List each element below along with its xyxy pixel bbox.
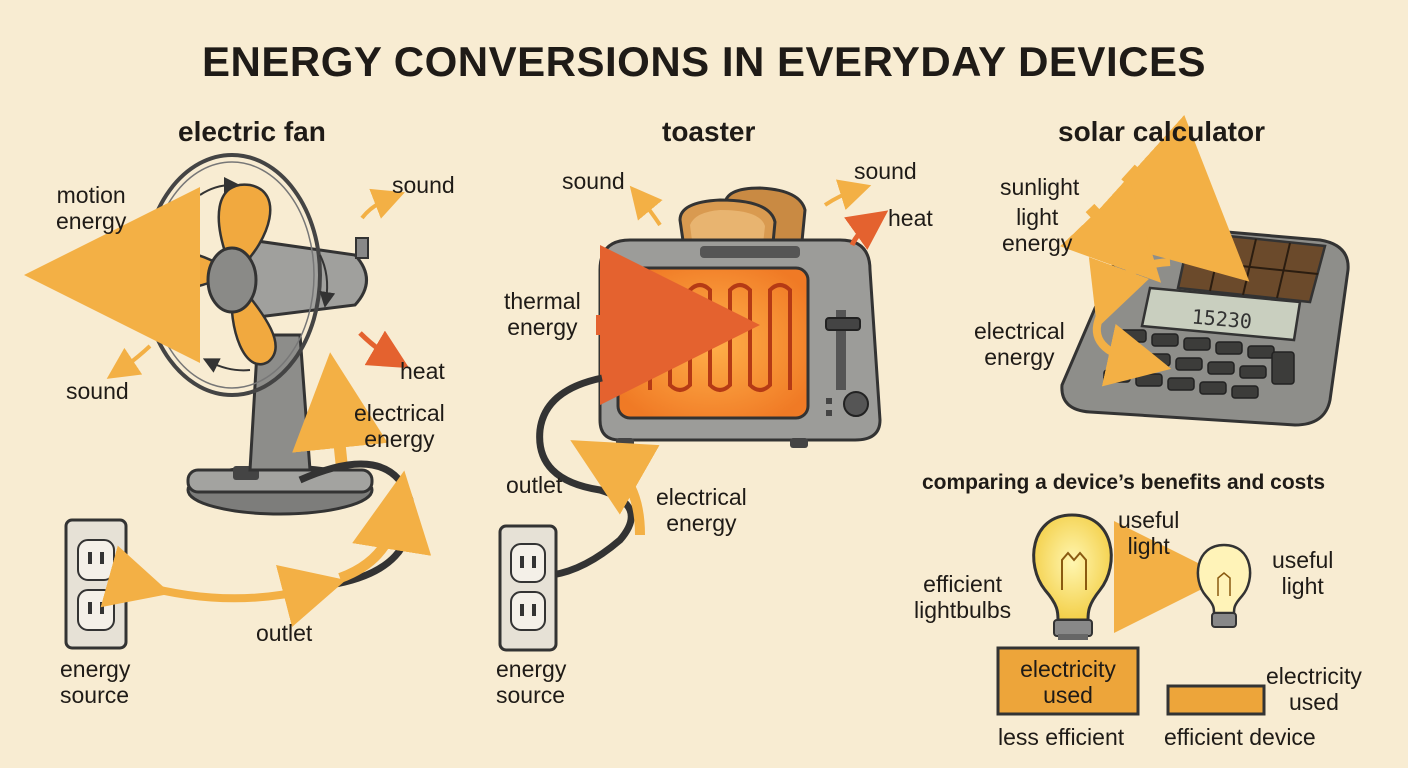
comparison-illustration — [996, 513, 1266, 716]
fan-sound-top-label: sound — [392, 172, 455, 198]
toaster-heading: toaster — [662, 116, 756, 147]
electricity-used-right-label: electricity used — [1266, 663, 1362, 715]
efficient-device-label: efficient device — [1164, 724, 1316, 750]
toaster-heat-label: heat — [888, 205, 933, 231]
useful-light-right-label: useful light — [1272, 547, 1334, 599]
display-readout: 15230 — [1191, 304, 1253, 333]
electricity-used-left-label: electricity used — [1020, 656, 1116, 708]
less-efficient-label: less efficient — [998, 724, 1125, 750]
toaster-illustration — [498, 179, 889, 652]
calculator-illustration: 15230 — [1060, 115, 1350, 427]
fan-heading: electric fan — [178, 116, 326, 147]
toaster-energy-source-label: energy source — [496, 656, 567, 708]
electricity-used-box-left — [996, 646, 1140, 716]
toaster-sound-label: sound — [562, 168, 625, 194]
toaster-electrical-arrow — [570, 440, 660, 536]
toaster-window — [616, 266, 810, 420]
toaster-outlet-label: outlet — [506, 472, 563, 498]
fan-illustration — [24, 153, 432, 650]
fan-hub — [206, 246, 258, 314]
fan-heat-label: heat — [400, 358, 445, 384]
less-efficient-bulb-icon — [1196, 543, 1252, 615]
fan-sound-bottom-label: sound — [66, 378, 129, 404]
sunlight-arrow — [1077, 115, 1250, 282]
toaster-thermal-energy-label: thermal energy — [504, 288, 581, 340]
fan-energy-source-label: energy source — [60, 656, 131, 708]
outlet-arrow — [100, 545, 346, 627]
light-energy-arrow — [1060, 180, 1162, 283]
toaster-sound-right-label: sound — [854, 158, 917, 184]
fan-outlet-label: outlet — [256, 620, 313, 646]
calc-light-energy-label: light energy — [1002, 204, 1073, 256]
calc-electrical-energy-label: electrical energy — [974, 318, 1065, 370]
calculator-heading: solar calculator — [1058, 116, 1265, 147]
fan-motion-energy-label: motion energy — [56, 182, 127, 234]
calc-electrical-arrow — [1092, 314, 1172, 387]
electricity-used-box-right — [1166, 684, 1266, 716]
fan-motor — [248, 238, 368, 320]
efficient-bulb-icon — [1032, 513, 1113, 622]
fan-electrical-energy-label: electrical energy — [354, 400, 445, 452]
page-title: ENERGY CONVERSIONS IN EVERYDAY DEVICES — [202, 38, 1206, 85]
comparison-heading: comparing a device’s benefits and costs — [922, 471, 1326, 494]
fan-electrical-arrow — [292, 352, 388, 469]
efficient-lightbulbs-label: efficient lightbulbs — [914, 571, 1012, 623]
useful-light-left-label: useful light — [1118, 507, 1180, 559]
toaster-electrical-energy-label: electrical energy — [656, 484, 747, 536]
calc-sunlight-label: sunlight — [1000, 174, 1080, 200]
